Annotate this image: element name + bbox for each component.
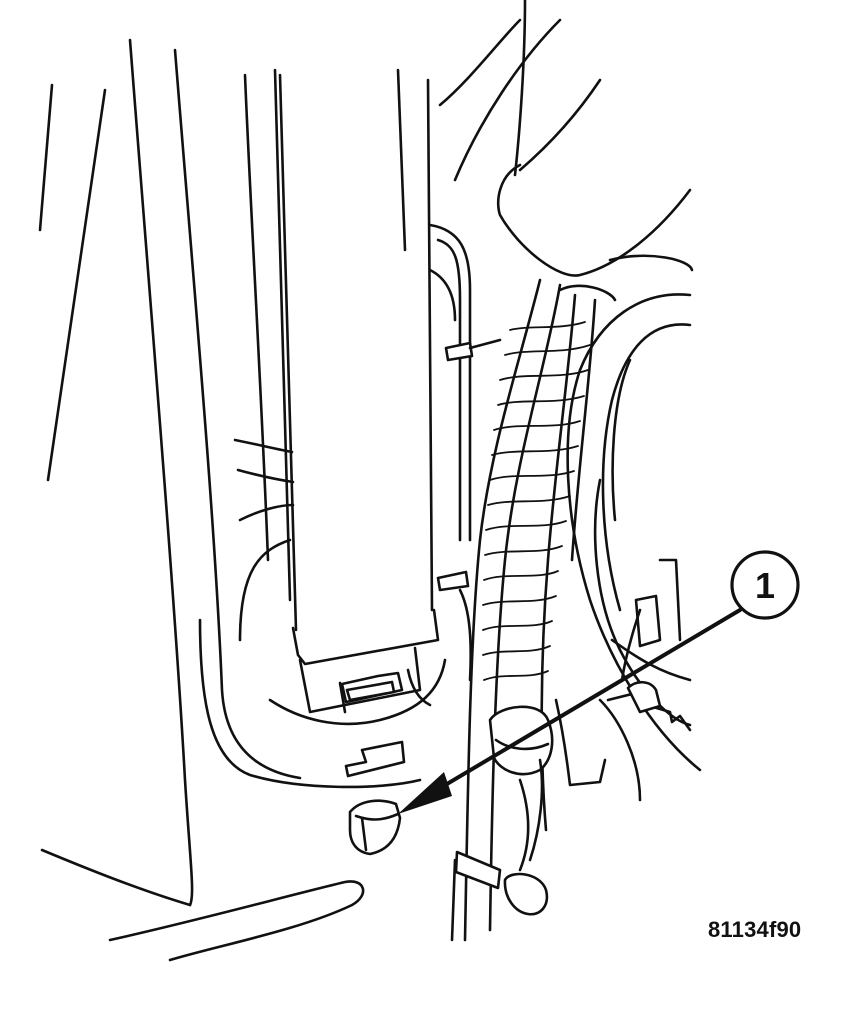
figure-id-label: 81134f90 — [708, 917, 802, 942]
trim-cover — [496, 0, 694, 277]
pillar-channel — [173, 48, 447, 780]
channel-bracket — [291, 608, 440, 714]
callout-leader-arrow — [398, 608, 742, 814]
callout-balloon-1: 1 — [730, 550, 800, 620]
fastener-item-1 — [348, 799, 402, 856]
wire-harness — [438, 18, 617, 942]
arrow-head-icon — [398, 772, 452, 814]
wire-routing — [428, 223, 502, 682]
callout-number: 1 — [755, 565, 775, 606]
trim-panel — [38, 38, 422, 962]
housing-opening — [566, 293, 702, 802]
retaining-tab — [344, 740, 406, 778]
